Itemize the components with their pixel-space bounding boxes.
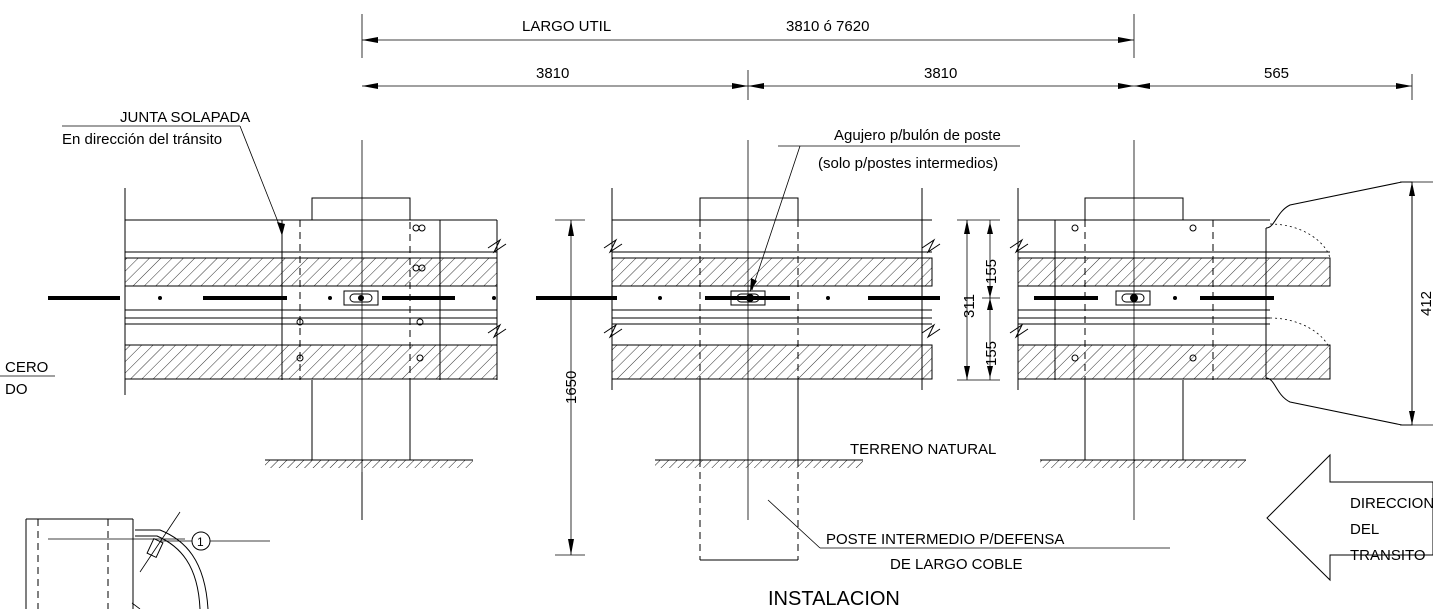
end-width-dimension: 412 xyxy=(1418,291,1433,316)
post-height-dimension: 1650 xyxy=(563,371,580,404)
span-left-dimension: 3810 xyxy=(536,65,569,82)
detail-view xyxy=(25,511,270,609)
agujero-label-line1: Agujero p/bulón de poste xyxy=(834,127,1001,144)
leader-lines xyxy=(0,125,1170,549)
largo-util-label: LARGO UTIL xyxy=(522,18,611,35)
poste-label-line1: POSTE INTERMEDIO P/DEFENSA xyxy=(826,531,1064,548)
junta-label-line2: En dirección del tránsito xyxy=(62,131,222,148)
rail-half-bottom-dimension: 155 xyxy=(983,341,1000,366)
direccion-label-line1: DIRECCION xyxy=(1350,495,1433,512)
span-right-dimension: 3810 xyxy=(924,65,957,82)
rail-width-dimension: 311 xyxy=(961,294,978,318)
span-end-dimension: 565 xyxy=(1264,65,1289,82)
rail-section-left xyxy=(48,140,507,520)
drawing-title: INSTALACION xyxy=(768,588,900,609)
rail-half-top-dimension: 155 xyxy=(983,259,1000,284)
terreno-label: TERRENO NATURAL xyxy=(850,441,996,458)
rail-section-middle xyxy=(536,140,941,561)
largo-util-value: 3810 ó 7620 xyxy=(786,18,869,35)
rail-section-right xyxy=(1009,140,1413,520)
acero-label-line1: CERO xyxy=(5,359,48,376)
direccion-label-line3: TRANSITO xyxy=(1350,547,1426,564)
acero-label-line2: DO xyxy=(5,381,28,398)
agujero-label-line2: (solo p/postes intermedios) xyxy=(818,155,998,172)
junta-label-line1: JUNTA SOLAPADA xyxy=(120,109,250,126)
direccion-label-line2: DEL xyxy=(1350,521,1379,538)
callout-number: 1 xyxy=(197,535,204,549)
direction-arrow-icon xyxy=(1266,453,1433,582)
poste-label-line2: DE LARGO COBLE xyxy=(890,556,1023,573)
